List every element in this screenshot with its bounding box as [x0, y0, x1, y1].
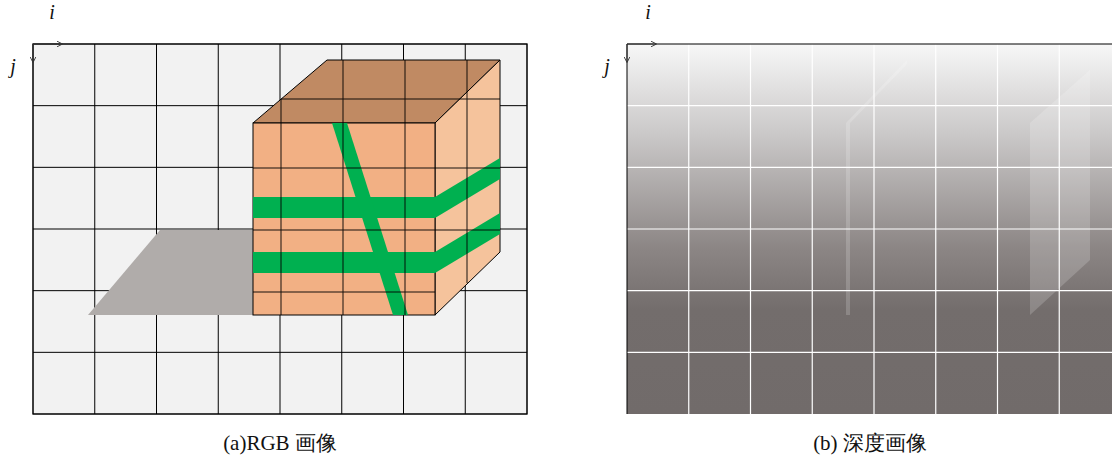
axis-label: i — [645, 2, 651, 22]
shadow — [88, 230, 253, 315]
tape — [253, 123, 500, 315]
depth-image — [627, 44, 1112, 414]
axis-label: i — [49, 2, 55, 22]
caption: (a)RGB 画像 — [223, 433, 337, 454]
depth-box — [846, 60, 1090, 315]
box-front — [253, 123, 435, 315]
box-side — [435, 60, 500, 315]
axis-label: j — [10, 56, 16, 76]
axis-label: j — [604, 56, 610, 76]
caption: (b) 深度画像 — [813, 433, 927, 454]
rgb-image — [33, 44, 527, 414]
